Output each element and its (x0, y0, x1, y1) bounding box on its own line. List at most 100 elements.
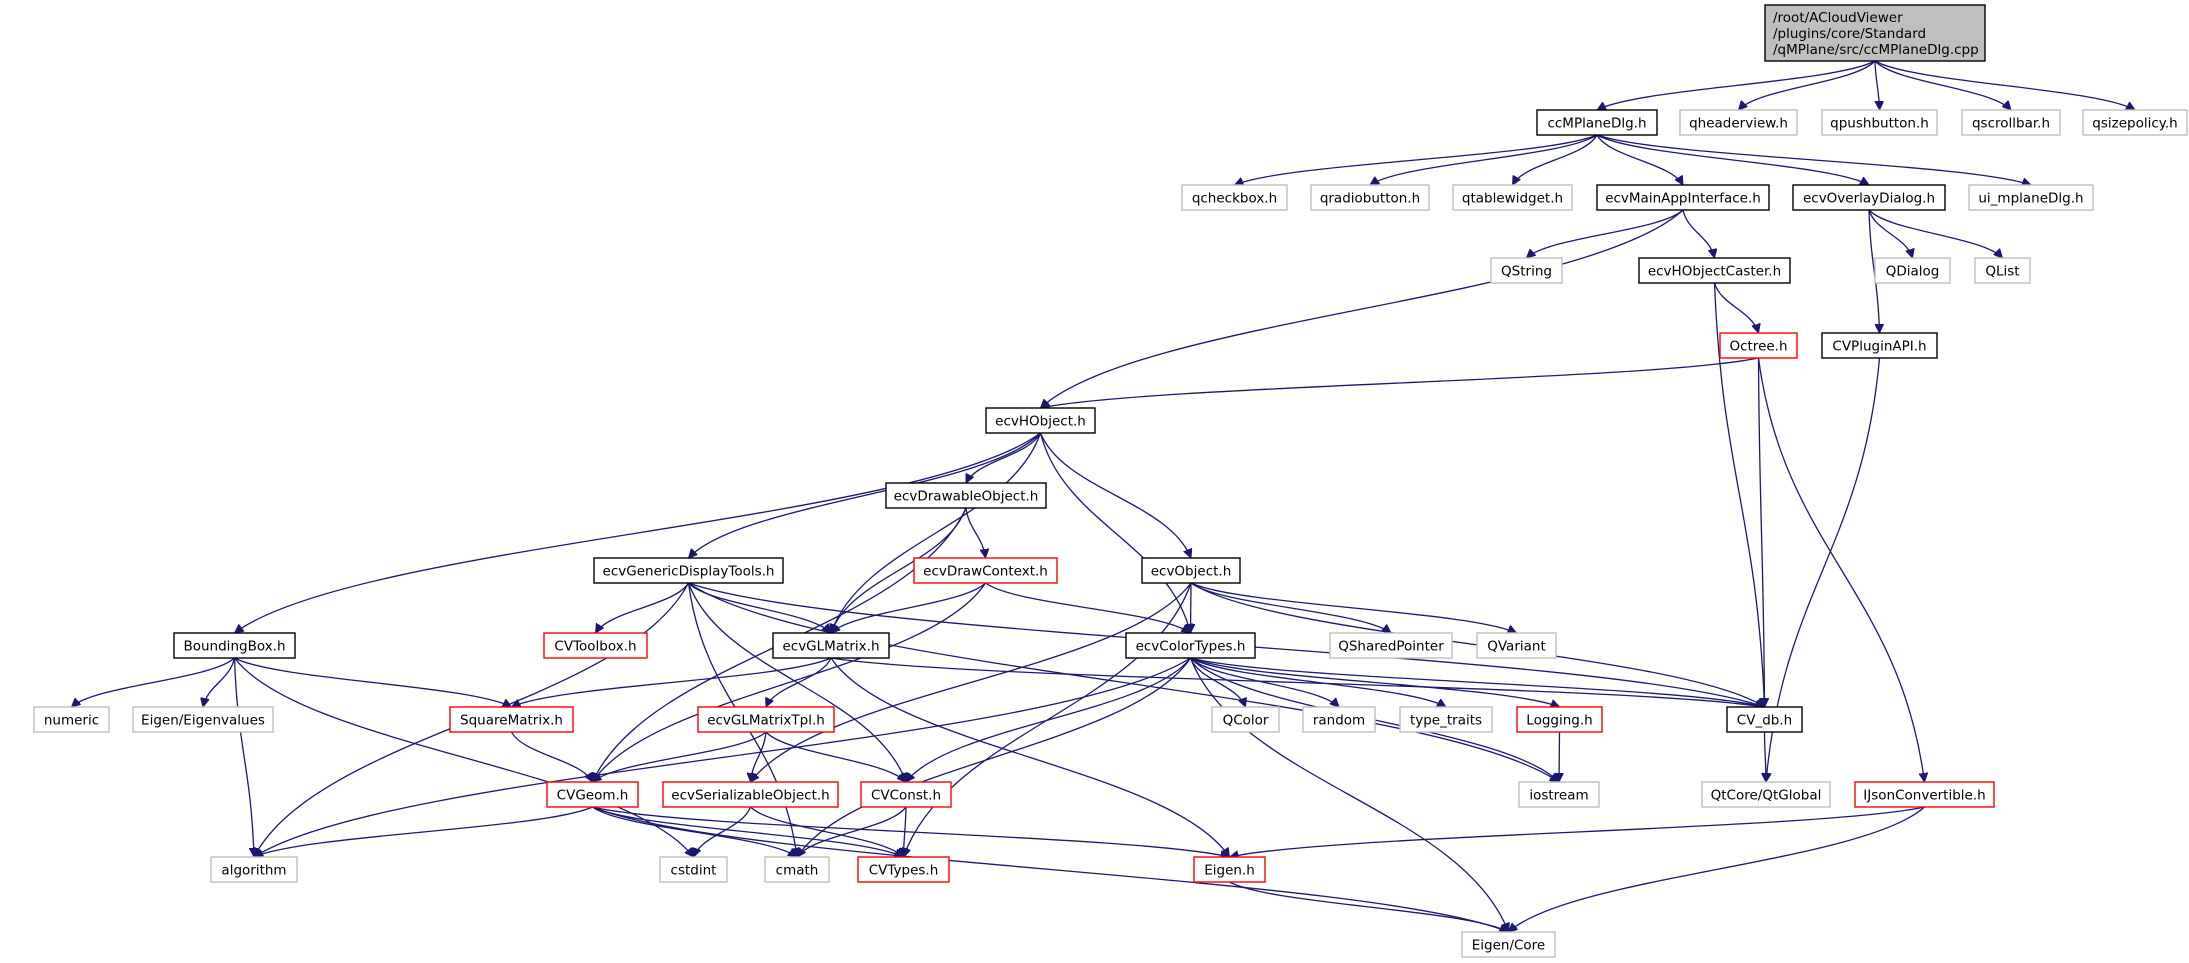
edge-ecvgenericdisplaytools-to-cvtoolbox (594, 582, 690, 633)
node-eigen-h[interactable]: Eigen.h (1193, 856, 1266, 883)
node-random: random (1302, 706, 1376, 733)
node-label: ecvSerializableObject.h (671, 788, 829, 804)
node-squarematrix-h[interactable]: SquareMatrix.h (449, 706, 574, 733)
node-ijsonconvertible-h[interactable]: IJsonConvertible.h (1854, 781, 1995, 808)
node-cvpluginapi-h[interactable]: CVPluginAPI.h (1821, 332, 1938, 359)
node-algorithm: algorithm (210, 856, 298, 883)
node-cvgeom-h[interactable]: CVGeom.h (546, 781, 639, 808)
node-ecvglmatrixtpl-h[interactable]: ecvGLMatrixTpl.h (697, 706, 835, 733)
node-box (1719, 332, 1798, 359)
node-qvariant: QVariant (1476, 632, 1557, 659)
edge-ecvglmatrixtpl-to-cvconst (765, 731, 906, 782)
edge-ecvglmatrix-to-cv-db (830, 657, 1765, 707)
edge-cvconst-to-cvtypes (904, 806, 907, 857)
node-label: ecvGLMatrixTpl.h (707, 713, 825, 729)
node-box (885, 482, 1047, 509)
node-ecvoverlaydialog-h[interactable]: ecvOverlayDialog.h (1792, 184, 1946, 211)
edge-boundingbox-to-numeric (72, 657, 235, 707)
node-label: /plugins/core/Standard (1773, 26, 1926, 42)
edge-root-to-qscrollbar (1874, 60, 2011, 110)
node-box (1968, 184, 2094, 211)
edge-cvgeom-to-cmath (592, 806, 798, 857)
edge-root-to-ccmplanedlg (1597, 60, 1876, 111)
node-label: numeric (44, 713, 99, 729)
node-label: iostream (1529, 788, 1588, 804)
node-label: QVariant (1487, 639, 1546, 655)
node-logging-h[interactable]: Logging.h (1516, 706, 1603, 733)
node-label: ecvDrawContext.h (923, 564, 1048, 580)
node-cvconst-h[interactable]: CVConst.h (860, 781, 952, 808)
node-box (1874, 257, 1951, 284)
edge-ecvhobject-to-boundingbox (235, 432, 1041, 633)
node-ecvhobjectcaster-h[interactable]: ecvHObjectCaster.h (1638, 257, 1791, 284)
edge-eigenh-to-eigencore (1229, 881, 1509, 933)
node-octree-h[interactable]: Octree.h (1719, 332, 1798, 359)
node-cvtoolbox-h[interactable]: CVToolbox.h (543, 632, 648, 659)
edge-ecvcolortypes-to-cmath (797, 657, 1192, 857)
node-qtablewidget-h: qtablewidget.h (1452, 184, 1573, 211)
node-ecvmainappinterface-h[interactable]: ecvMainAppInterface.h (1596, 184, 1770, 211)
edge-ecvcolortypes-to-algorithm (254, 657, 1191, 858)
node-ecvglmatrix-h[interactable]: ecvGLMatrix.h (772, 632, 890, 659)
edge-ecvoverlaydialog-to-cvpluginapi (1868, 209, 1880, 333)
node-eigen-core: Eigen/Core (1461, 931, 1556, 958)
node-label: algorithm (221, 863, 286, 879)
node-box (1461, 931, 1556, 958)
edge-ecvgenericdisplaytools-to-iostream (688, 582, 1560, 782)
node-cvtypes-h[interactable]: CVTypes.h (857, 856, 950, 883)
node-box (697, 706, 835, 733)
edge-ecvglmatrix-to-ecvglmatrixtpl (766, 657, 832, 707)
node-ecvserializableobject-h[interactable]: ecvSerializableObject.h (662, 781, 839, 808)
node-ccmplanedlg-h[interactable]: ccMPlaneDlg.h (1536, 109, 1658, 136)
node-cstdint: cstdint (659, 856, 728, 883)
edge-octree-to-ijsonconvertible (1757, 357, 1925, 782)
node-numeric: numeric (33, 706, 110, 733)
node-label: type_traits (1410, 713, 1482, 729)
node-box (1193, 856, 1266, 883)
node-label: ecvGenericDisplayTools.h (603, 564, 775, 580)
edge-ccmplanedlg-to-ecvoverlaydialog (1596, 134, 1869, 186)
node-boundingbox-h[interactable]: BoundingBox.h (173, 632, 296, 659)
edge-ecvhobject-to-ecvglmatrix (831, 432, 1042, 633)
node-qsharedpointer: QSharedPointer (1329, 632, 1453, 659)
node-label: ecvDrawableObject.h (894, 489, 1039, 505)
node-box (1211, 706, 1280, 733)
node-label: CV_db.h (1737, 713, 1792, 729)
node-box (659, 856, 728, 883)
edge-cv-db-to-qtglobal (1765, 731, 1767, 782)
edge-cvgeom-to-eigenh (592, 806, 1230, 857)
node-box (1854, 781, 1995, 808)
edge-ecvhobject-to-ecvcolortypes (1039, 432, 1191, 633)
edge-ijsonconvertible-to-eigenh (1230, 806, 1925, 857)
node-qmplane-src-ccmplanedlg-cpp[interactable]: /root/ACloudViewer/plugins/core/Standard… (1764, 4, 1986, 62)
edge-ccmplanedlg-to-qcheckbox (1235, 134, 1598, 185)
node-ecvgenericdisplaytools-h[interactable]: ecvGenericDisplayTools.h (593, 557, 784, 584)
node-qpushbutton-h: qpushbutton.h (1821, 109, 1938, 136)
node-label: BoundingBox.h (183, 639, 285, 655)
edge-ecvmainappinterface-to-ecvhobjectcaster (1682, 209, 1715, 258)
edge-ecvdrawcontext-to-cvgeom (593, 582, 987, 782)
node-label: ecvColorTypes.h (1136, 639, 1246, 655)
edge-ecvglmatrix-to-eigenh (830, 657, 1230, 857)
edge-logging-to-iostream (1559, 731, 1560, 782)
node-ecvdrawcontext-h[interactable]: ecvDrawContext.h (913, 557, 1058, 584)
edge-ecvmainappinterface-to-ecvhobject (1041, 209, 1684, 408)
node-label: ccMPlaneDlg.h (1547, 116, 1646, 132)
edge-ccmplanedlg-to-qtablewidget (1511, 134, 1598, 185)
node-box (593, 557, 784, 584)
node-ecvcolortypes-h[interactable]: ecvColorTypes.h (1125, 632, 1256, 659)
node-iostream: iostream (1518, 781, 1600, 808)
edge-ecvobject-to-qsharedpointer (1190, 582, 1391, 633)
node-box (173, 632, 296, 659)
edge-ecvdrawableobject-to-ecvdrawcontext (965, 507, 986, 558)
node-cv-db-h[interactable]: CV_db.h (1726, 706, 1803, 733)
node-ecvdrawableobject-h[interactable]: ecvDrawableObject.h (885, 482, 1047, 509)
edge-ecvhobjectcaster-to-cv-db (1713, 282, 1765, 707)
node-box (1792, 184, 1946, 211)
node-ecvhobject-h[interactable]: ecvHObject.h (985, 407, 1096, 434)
node-label: QDialog (1886, 264, 1940, 280)
node-box (860, 781, 952, 808)
node-ecvobject-h[interactable]: ecvObject.h (1141, 557, 1241, 584)
node-box (1638, 257, 1791, 284)
edge-ccmplanedlg-to-ui-mplanedlg (1596, 134, 2031, 185)
